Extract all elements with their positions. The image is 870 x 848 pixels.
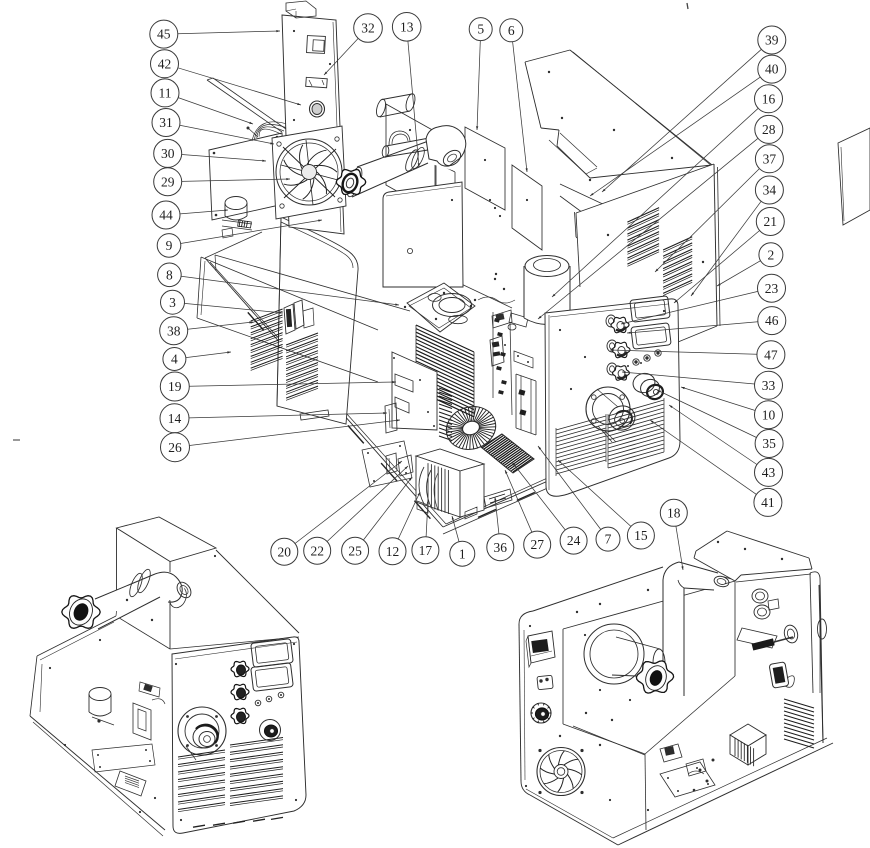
svg-text:5: 5 bbox=[477, 22, 484, 37]
svg-text:30: 30 bbox=[161, 146, 175, 161]
svg-text:32: 32 bbox=[361, 21, 375, 36]
svg-text:36: 36 bbox=[494, 540, 508, 555]
svg-text:39: 39 bbox=[765, 33, 779, 48]
svg-text:28: 28 bbox=[762, 122, 776, 137]
svg-text:31: 31 bbox=[159, 115, 173, 130]
svg-text:41: 41 bbox=[761, 495, 775, 510]
svg-text:40: 40 bbox=[765, 62, 779, 77]
svg-text:7: 7 bbox=[605, 532, 612, 547]
svg-text:24: 24 bbox=[567, 533, 581, 548]
svg-text:12: 12 bbox=[386, 544, 400, 559]
svg-text:43: 43 bbox=[762, 465, 776, 480]
svg-text:3: 3 bbox=[169, 295, 176, 310]
svg-text:38: 38 bbox=[167, 323, 181, 338]
svg-text:2: 2 bbox=[768, 247, 775, 262]
svg-text:33: 33 bbox=[762, 378, 776, 393]
svg-text:20: 20 bbox=[278, 544, 292, 559]
svg-text:22: 22 bbox=[310, 543, 324, 558]
svg-text:19: 19 bbox=[168, 379, 182, 394]
svg-text:11: 11 bbox=[159, 86, 172, 101]
svg-text:14: 14 bbox=[168, 411, 182, 426]
svg-text:44: 44 bbox=[159, 208, 173, 223]
svg-text:25: 25 bbox=[348, 543, 362, 558]
svg-text:18: 18 bbox=[667, 505, 681, 520]
svg-text:23: 23 bbox=[765, 281, 779, 296]
svg-text:35: 35 bbox=[762, 436, 776, 451]
svg-text:34: 34 bbox=[763, 183, 777, 198]
svg-text:9: 9 bbox=[166, 238, 173, 253]
svg-text:13: 13 bbox=[400, 19, 414, 34]
svg-text:21: 21 bbox=[764, 214, 778, 229]
svg-text:26: 26 bbox=[168, 440, 182, 455]
svg-text:15: 15 bbox=[634, 528, 648, 543]
svg-text:17: 17 bbox=[419, 543, 433, 558]
svg-text:6: 6 bbox=[508, 23, 515, 38]
svg-text:4: 4 bbox=[171, 352, 178, 367]
svg-text:10: 10 bbox=[762, 407, 776, 422]
svg-text:29: 29 bbox=[161, 174, 175, 189]
svg-text:27: 27 bbox=[530, 537, 544, 552]
svg-text:16: 16 bbox=[762, 91, 776, 106]
svg-text:42: 42 bbox=[158, 56, 172, 71]
svg-text:46: 46 bbox=[765, 313, 779, 328]
svg-text:37: 37 bbox=[763, 151, 777, 166]
svg-text:47: 47 bbox=[764, 347, 778, 362]
svg-text:8: 8 bbox=[166, 267, 173, 282]
svg-text:45: 45 bbox=[157, 27, 171, 42]
svg-text:1: 1 bbox=[459, 546, 466, 561]
